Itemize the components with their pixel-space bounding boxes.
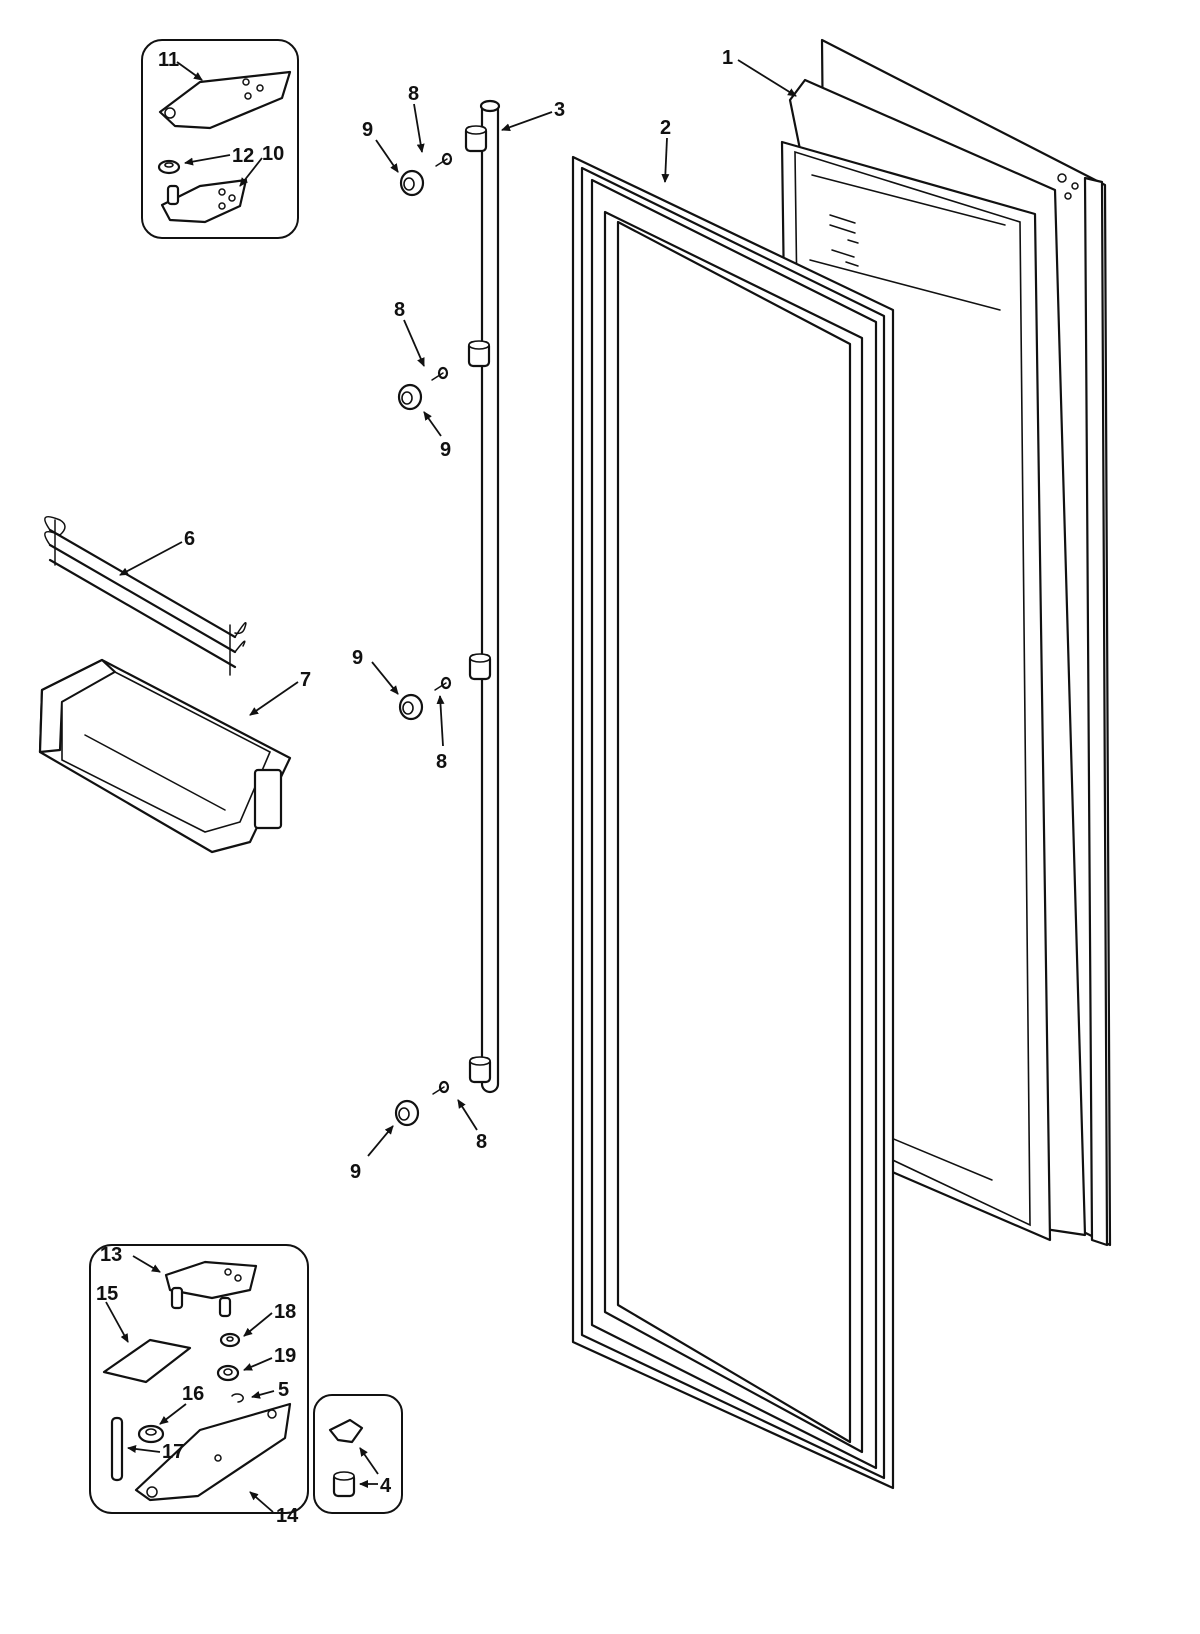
callout-17: 17 (162, 1441, 184, 1463)
shelf-clips (829, 214, 859, 267)
screw (434, 676, 452, 691)
callout-2: 2 (660, 117, 671, 139)
hinge-plate (160, 178, 248, 224)
callout-5: 5 (278, 1379, 289, 1401)
handle-trim-bar (464, 99, 501, 1094)
door-shelf-rack (44, 515, 247, 676)
retaining-clip (231, 1393, 244, 1403)
handle-standoff (467, 340, 491, 368)
callout-8-bottom: 8 (476, 1131, 487, 1153)
handle-standoff (468, 1056, 492, 1084)
door-stop-bracket (328, 1418, 364, 1444)
spacer-bushing (397, 383, 423, 411)
cam-bushing (137, 1424, 165, 1444)
lower-hinge-inset (89, 1244, 309, 1514)
callout-10: 10 (262, 143, 284, 165)
callout-14: 14 (276, 1505, 299, 1527)
callout-15: 15 (96, 1283, 118, 1305)
callout-3: 3 (554, 99, 565, 121)
door-stop-inset (313, 1394, 403, 1514)
door-bin (38, 658, 292, 854)
spacer-bushing (394, 1099, 420, 1127)
callout-6: 6 (184, 528, 195, 550)
shim-plate (102, 1338, 192, 1384)
callout-12: 12 (232, 145, 254, 167)
callout-8-upper: 8 (394, 299, 405, 321)
washer (216, 1364, 240, 1382)
callout-9-bottom: 9 (350, 1161, 361, 1183)
spacer-bushing (398, 693, 424, 721)
callout-1: 1 (722, 47, 733, 69)
lower-hinge-bracket (134, 1402, 292, 1502)
callout-13: 13 (100, 1244, 122, 1266)
callout-4: 4 (380, 1475, 392, 1497)
callout-11: 11 (158, 49, 179, 71)
callout-7: 7 (300, 669, 311, 691)
handle-standoff (468, 653, 492, 681)
door-gasket (571, 155, 895, 1490)
callout-16: 16 (182, 1383, 204, 1405)
upper-hinge-bracket (158, 70, 292, 130)
callout-9-top: 9 (362, 119, 373, 141)
callout-18: 18 (274, 1301, 296, 1323)
callout-19: 19 (274, 1345, 296, 1367)
hinge-washer (157, 159, 181, 175)
callout-9-upper: 9 (440, 439, 451, 461)
callout-8-lower: 8 (436, 751, 447, 773)
lower-hinge-bracket-top (164, 1260, 258, 1318)
callout-8-top: 8 (408, 83, 419, 105)
callout-labels: 1 2 3 11 12 10 8 9 8 9 6 7 9 8 8 9 13 15… (96, 47, 733, 1527)
handle-standoff (464, 125, 488, 153)
washer (219, 1332, 241, 1348)
screw (435, 152, 453, 167)
screw (431, 366, 449, 381)
spacer-bushing (399, 169, 425, 197)
door-stop-plug (332, 1471, 356, 1498)
upper-hinge-inset (141, 39, 299, 239)
leader-lines (105, 59, 797, 1513)
callout-9-lower: 9 (352, 647, 363, 669)
hinge-pin (110, 1416, 124, 1482)
screw (432, 1080, 450, 1095)
